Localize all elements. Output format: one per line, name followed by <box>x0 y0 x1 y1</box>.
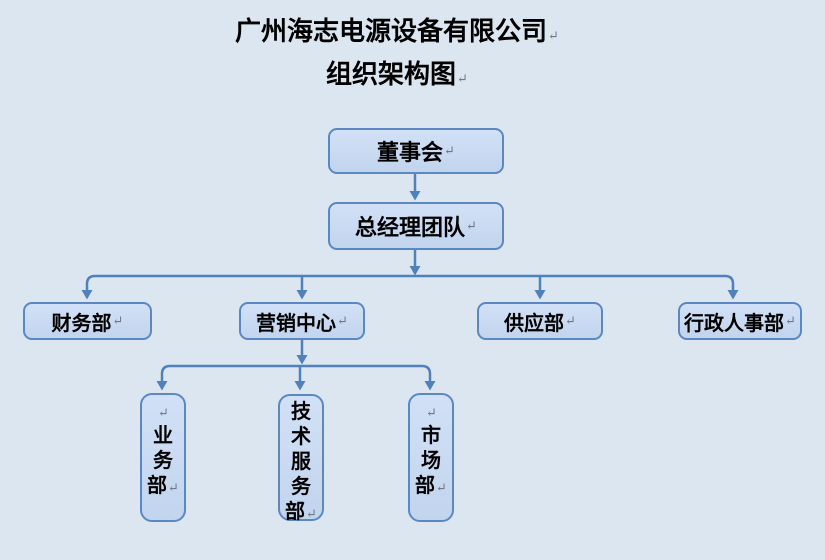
org-node-label: 财务部 <box>51 310 112 335</box>
org-node-business[interactable]: ↵ 业务部↵ <box>140 393 186 522</box>
org-node-gm-team[interactable]: 总经理团队↵ <box>328 202 504 250</box>
document-title: 广州海志电源设备有限公司↵ 组织架构图↵ <box>0 13 794 99</box>
org-node-label: 业务部↵ <box>147 423 179 497</box>
org-node-market[interactable]: ↵ 市场部↵ <box>408 393 454 522</box>
paragraph-mark: ↵ <box>112 313 124 329</box>
connector-rail-level4 <box>160 364 432 388</box>
org-node-label: 总经理团队 <box>355 215 466 241</box>
org-node-label: 市场部↵ <box>415 423 447 497</box>
paragraph-mark: ↵ <box>306 507 317 522</box>
title-text: 组织架构图 <box>326 60 457 90</box>
title-text: 广州海志电源设备有限公司 <box>235 17 548 47</box>
empty-paragraph: ↵ <box>410 398 452 423</box>
title-line-chart-name: 组织架构图↵ <box>0 56 794 99</box>
connector-rail-level3 <box>85 274 735 297</box>
paragraph-mark: ↵ <box>457 72 468 87</box>
paragraph-mark: ↵ <box>548 29 559 44</box>
paragraph-mark: ↵ <box>444 143 455 159</box>
org-node-label: 董事会 <box>377 140 444 166</box>
org-node-board[interactable]: 董事会↵ <box>328 128 504 174</box>
org-node-label: 供应部 <box>504 310 565 335</box>
paragraph-mark: ↵ <box>426 406 437 421</box>
paragraph-mark: ↵ <box>565 313 576 329</box>
arrowheads <box>81 191 739 391</box>
org-node-finance[interactable]: 财务部↵ <box>23 302 152 340</box>
org-node-marketing-center[interactable]: 营销中心↵ <box>239 302 365 340</box>
org-node-supply[interactable]: 供应部↵ <box>477 302 603 340</box>
paragraph-mark: ↵ <box>337 313 348 329</box>
org-node-admin-hr[interactable]: 行政人事部↵ <box>678 302 802 340</box>
org-node-tech-service[interactable]: 技术服务部↵ <box>278 394 324 523</box>
paragraph-mark: ↵ <box>158 406 169 421</box>
empty-paragraph: ↵ <box>142 398 184 423</box>
paragraph-mark: ↵ <box>466 218 477 234</box>
org-node-label: 行政人事部 <box>684 310 785 335</box>
paragraph-mark: ↵ <box>436 481 447 496</box>
title-line-company: 广州海志电源设备有限公司↵ <box>0 13 794 56</box>
org-node-label: 营销中心 <box>256 310 337 335</box>
org-node-label: 技术服务部↵ <box>285 399 317 523</box>
paragraph-mark: ↵ <box>785 313 796 329</box>
paragraph-mark: ↵ <box>168 481 179 496</box>
